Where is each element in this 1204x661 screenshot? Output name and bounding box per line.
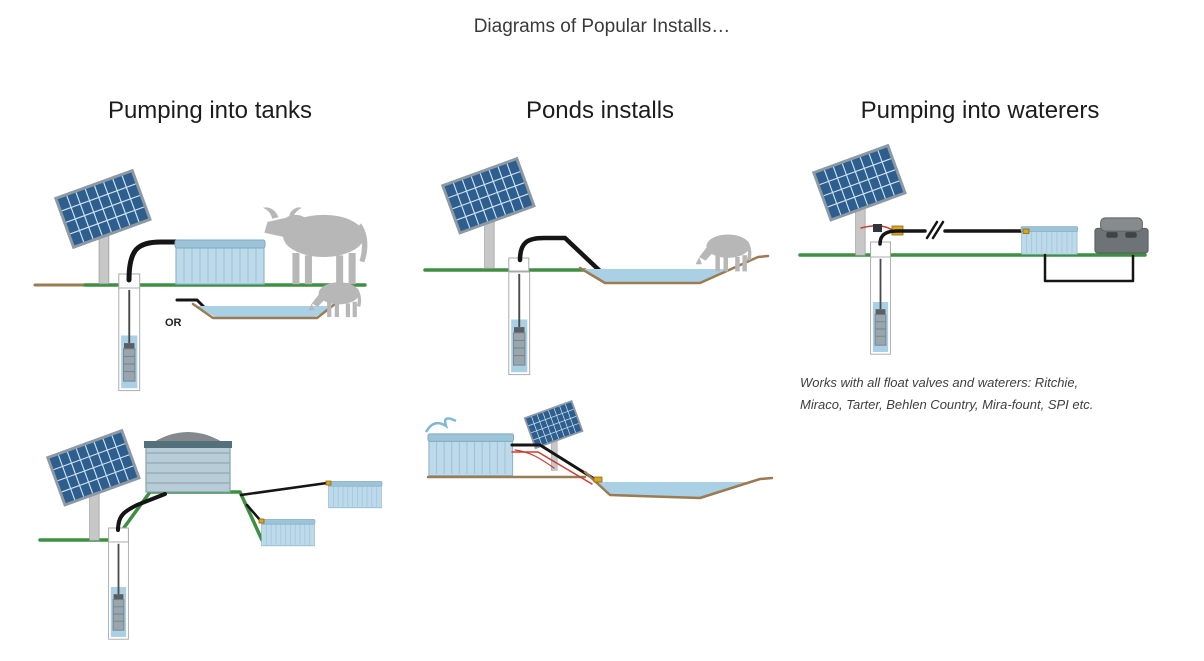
pond-water bbox=[583, 269, 731, 282]
cow-icon bbox=[262, 207, 368, 285]
storage-tank-rim bbox=[144, 441, 232, 448]
or-label: OR bbox=[165, 317, 182, 329]
pipe-well-to-tank bbox=[116, 492, 167, 532]
pond-bank-line bbox=[583, 470, 774, 500]
small-tank-icon bbox=[327, 481, 383, 509]
wire-to-float bbox=[511, 451, 593, 485]
solar-panel-icon bbox=[811, 143, 908, 256]
well-pump-icon bbox=[869, 256, 892, 356]
grazing-cow-icon bbox=[695, 234, 752, 272]
storage-tank-ribs bbox=[146, 452, 230, 484]
page-title: Diagrams of Popular Installs… bbox=[473, 16, 731, 37]
column-heading-ponds-installs: Ponds installs bbox=[525, 97, 675, 124]
controller-icon bbox=[873, 224, 882, 232]
well-pump-icon bbox=[507, 271, 531, 376]
overflow-splash bbox=[424, 417, 457, 433]
small-tank-icon bbox=[1020, 226, 1079, 255]
pipe-tank-to-pond bbox=[510, 443, 598, 482]
buried-line-to-waterer bbox=[1043, 253, 1135, 283]
small-tank-icon bbox=[260, 519, 316, 547]
storage-tank-icon bbox=[427, 433, 515, 477]
stock-tank-icon bbox=[174, 239, 266, 285]
pipe-well-to-pond bbox=[517, 235, 603, 274]
float-valve-icon bbox=[258, 518, 265, 524]
waterer-icon bbox=[1094, 217, 1149, 254]
pipe-to-pond bbox=[175, 298, 207, 310]
diagram-gravity-tank-install bbox=[25, 415, 405, 650]
pipe-break-symbol bbox=[925, 220, 945, 240]
diagram-waterer-install bbox=[795, 138, 1190, 368]
solar-panel-icon bbox=[53, 168, 153, 285]
float-valve-icon bbox=[325, 480, 332, 486]
float-valve-icon bbox=[1022, 228, 1030, 234]
wire-panel-to-pipe bbox=[514, 449, 555, 469]
column-heading-pumping-into-waterers: Pumping into waterers bbox=[860, 97, 1100, 124]
well-pump-icon bbox=[117, 287, 141, 392]
pond-bank-line bbox=[578, 254, 770, 285]
pond-water bbox=[197, 306, 333, 317]
diagram-pond-install-gravity bbox=[420, 399, 780, 550]
diagram-pond-install-direct bbox=[420, 138, 780, 388]
pipe-well-to-tank bbox=[126, 239, 186, 283]
float-valve-icon bbox=[593, 476, 603, 483]
diagram-tank-install: OR bbox=[25, 138, 385, 393]
waterers-compatibility-note: Works with all float valves and waterers… bbox=[800, 375, 1094, 413]
pipe-to-small-tank-2 bbox=[245, 503, 262, 522]
solar-panel-icon bbox=[523, 399, 584, 471]
storage-tank-body bbox=[145, 442, 231, 493]
column-heading-pumping-into-tanks: Pumping into tanks bbox=[107, 97, 313, 124]
pipe-well-segment bbox=[878, 229, 927, 246]
well-pump-icon bbox=[107, 541, 130, 641]
pipe-to-small-tank-1 bbox=[239, 481, 329, 497]
